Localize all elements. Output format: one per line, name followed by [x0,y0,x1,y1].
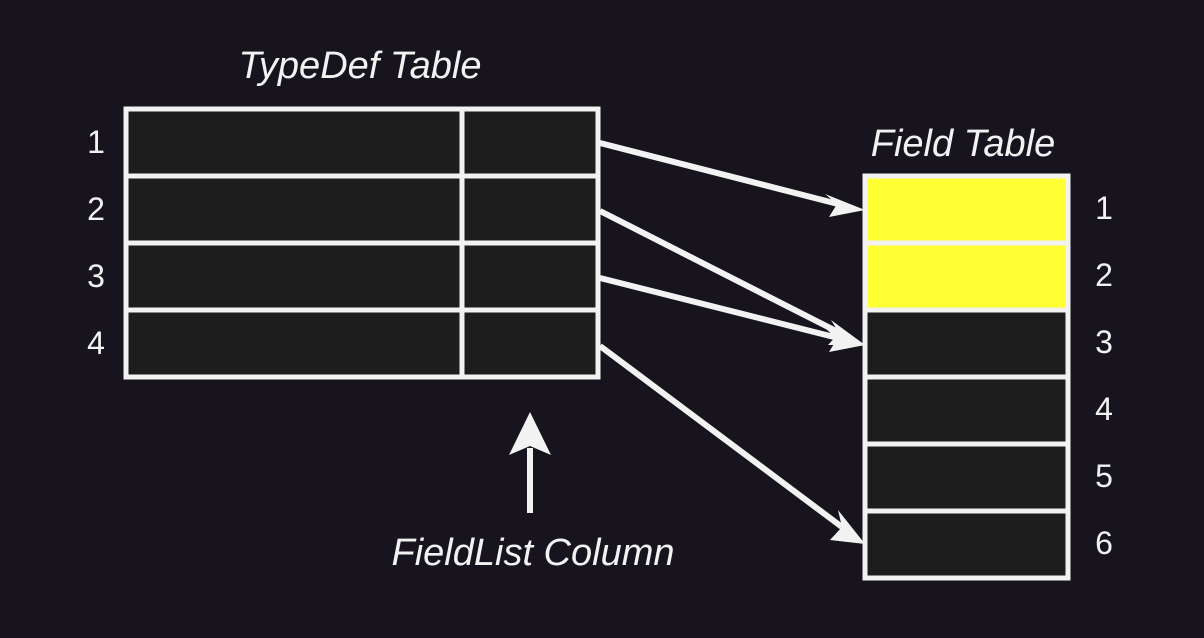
field-row-number-4: 4 [1095,391,1113,427]
pointer-arrow-1 [599,140,865,217]
field-row-3 [862,307,1071,380]
typedef-row-2-main-cell [123,173,465,246]
field-table-title: Field Table [871,123,1056,165]
typedef-row-4-main-cell [123,307,465,380]
typedef-row-number-1: 1 [87,124,105,160]
field-row-5 [862,441,1071,514]
typedef-row-number-3: 3 [87,258,105,294]
typedef-row-1-fieldlist-cell [459,106,601,179]
typedef-row-3 [123,240,601,313]
field-row-1 [862,173,1071,246]
pointer-arrow-2 [598,208,865,345]
fieldlist-column-caption: FieldList Column [392,532,675,574]
field-row-4 [862,374,1071,447]
typedef-row-3-main-cell [123,240,465,313]
field-row-number-3: 3 [1095,324,1113,360]
typedef-row-number-4: 4 [87,325,105,361]
field-row-number-6: 6 [1095,525,1113,561]
field-row-6 [862,508,1071,581]
typedef-row-4-fieldlist-cell [459,307,601,380]
field-table [862,173,1071,581]
pointer-arrow-3 [599,275,865,352]
typedef-row-number-2: 2 [87,191,105,227]
typedef-row-2-fieldlist-cell [459,173,601,246]
field-row-number-5: 5 [1095,458,1113,494]
typedef-row-1 [123,106,601,179]
field-row-2 [862,240,1071,313]
pointer-arrow-4 [598,343,865,544]
pointer-arrows [598,140,865,544]
typedef-row-3-fieldlist-cell [459,240,601,313]
typedef-row-2 [123,173,601,246]
up-arrow-icon [509,412,551,455]
field-row-number-1: 1 [1095,190,1113,226]
typedef-table [123,106,601,380]
typedef-row-4 [123,307,601,380]
field-row-number-2: 2 [1095,257,1113,293]
typedef-row-1-main-cell [123,106,465,179]
fieldlist-column-indicator [509,412,551,513]
typedef-table-title: TypeDef Table [239,45,482,87]
